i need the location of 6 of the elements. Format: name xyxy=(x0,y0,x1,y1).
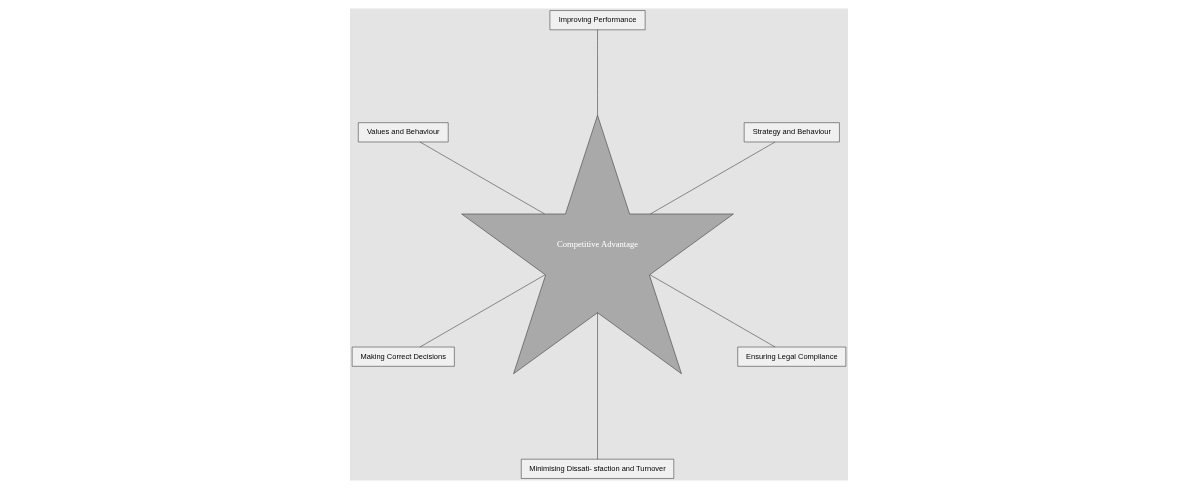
connector xyxy=(419,274,546,348)
connector xyxy=(650,141,776,215)
connector xyxy=(597,29,598,116)
connector xyxy=(597,312,598,460)
connector xyxy=(649,274,776,348)
connector xyxy=(419,141,545,215)
